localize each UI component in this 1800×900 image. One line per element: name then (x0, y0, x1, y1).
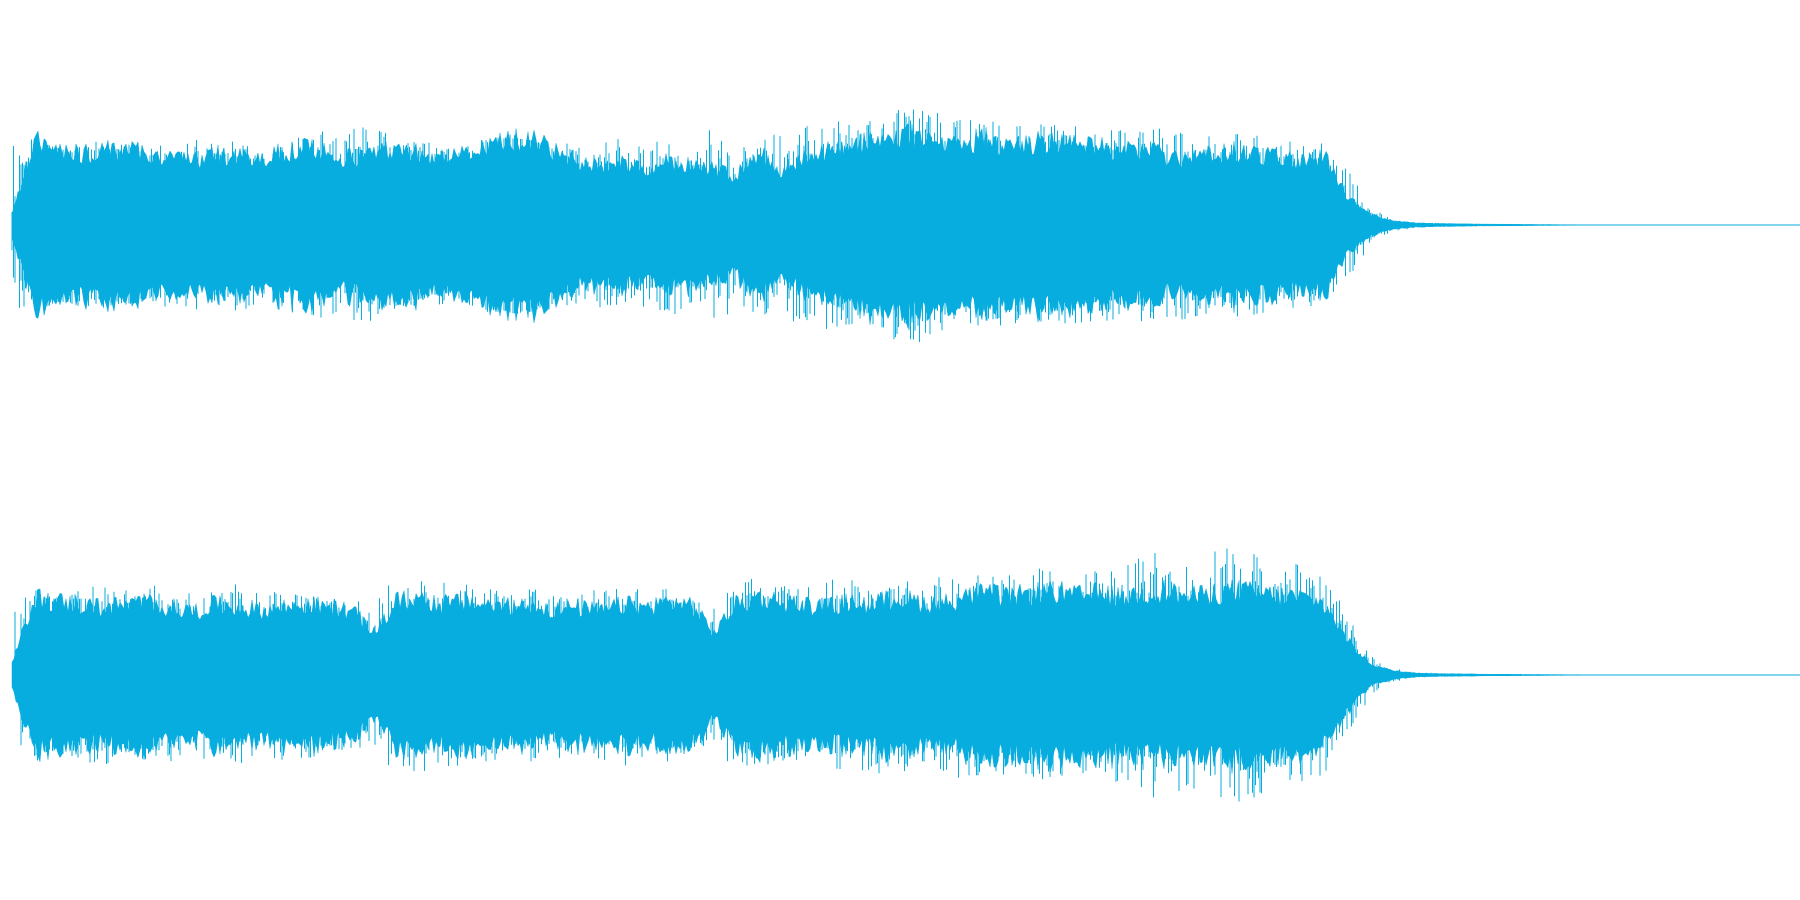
channel-1-track (11, 109, 1800, 342)
channel-2-track (11, 548, 1800, 802)
waveform-transients (14, 548, 1607, 802)
waveform-transients (11, 109, 1607, 342)
